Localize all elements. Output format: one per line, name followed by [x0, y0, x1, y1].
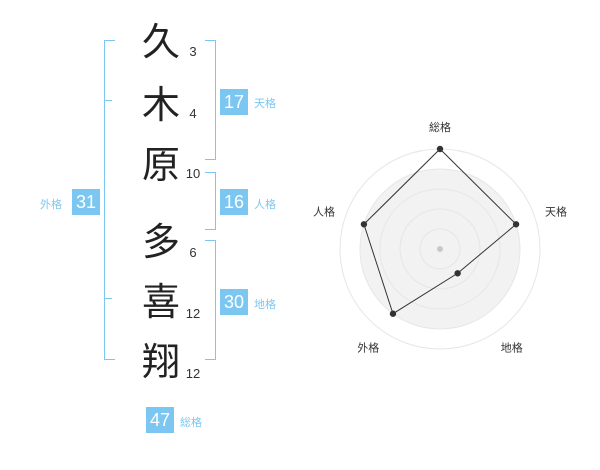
soukaku-label: 総格	[180, 416, 202, 429]
soukaku-value: 47	[146, 407, 174, 433]
tenkaku-value: 17	[220, 89, 248, 115]
radar-point-5	[360, 221, 368, 228]
stroke-count-3: 10	[185, 166, 201, 181]
gaikaku-bracket	[104, 40, 115, 360]
radar-axis-label-1: 総格	[429, 120, 451, 134]
gaikaku-value: 31	[72, 189, 100, 215]
tenkaku-label: 天格	[254, 97, 276, 110]
radar-series-line	[363, 148, 517, 315]
name-char-6: 翔	[141, 340, 180, 384]
gaikaku-label: 外格	[40, 198, 62, 211]
radar-center-dot	[437, 246, 443, 252]
radar-ring-1	[419, 228, 461, 270]
radar-ring-4	[359, 168, 521, 330]
radar-axis-label-2: 天格	[545, 204, 567, 218]
chikaku-label: 地格	[254, 298, 276, 311]
name-char-5: 喜	[141, 280, 180, 324]
radar-ring-2	[399, 208, 481, 290]
tenkaku-bracket	[205, 40, 216, 160]
radar-point-4	[389, 310, 397, 317]
stroke-count-4: 6	[189, 245, 197, 260]
chikaku-value: 30	[220, 289, 248, 315]
name-char-4: 多	[141, 220, 180, 264]
radar-ring-3	[379, 188, 501, 310]
radar-axis-label-3: 地格	[501, 341, 523, 355]
name-char-1: 久	[141, 20, 180, 64]
name-char-3: 原	[141, 143, 180, 187]
radar-axis-label-4: 外格	[357, 341, 379, 355]
radar-point-1	[436, 145, 444, 153]
stroke-count-5: 12	[185, 306, 201, 321]
stroke-count-1: 3	[189, 44, 197, 59]
jinkaku-bracket	[205, 172, 216, 230]
stroke-count-2: 4	[189, 106, 197, 121]
radar-axis-label-5: 人格	[313, 204, 335, 218]
jinkaku-value: 16	[220, 189, 248, 215]
name-char-2: 木	[141, 83, 180, 127]
gaikaku-tick-2	[104, 298, 112, 299]
jinkaku-label: 人格	[254, 198, 276, 211]
radar-point-3	[454, 270, 461, 277]
radar-point-2	[512, 221, 520, 228]
chikaku-bracket	[205, 240, 216, 360]
stroke-count-6: 12	[185, 366, 201, 381]
gaikaku-tick-1	[104, 100, 112, 101]
